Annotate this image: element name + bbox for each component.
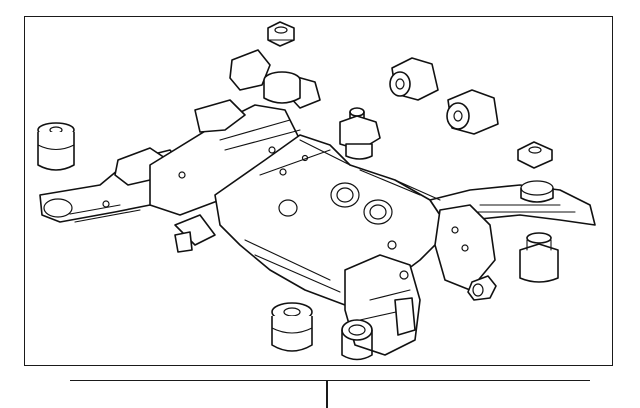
- upper-bushing-left: [389, 57, 439, 101]
- top-mount-cap: [263, 71, 554, 203]
- side-bushing-left: [37, 122, 75, 171]
- lower-bushing-left: [271, 302, 313, 352]
- callout-baseline: [70, 380, 590, 382]
- lower-bushing-center: [341, 319, 373, 361]
- side-bushing-right: [519, 232, 559, 283]
- callout-leader-line: [326, 380, 328, 408]
- stud-mount-right: [517, 141, 553, 169]
- crossmember-frame: [39, 49, 596, 356]
- nut-mount-top: [267, 21, 295, 47]
- stud-mount-center: [339, 107, 381, 160]
- upper-bushing-right: [446, 89, 499, 135]
- small-bushing-right: [467, 275, 497, 301]
